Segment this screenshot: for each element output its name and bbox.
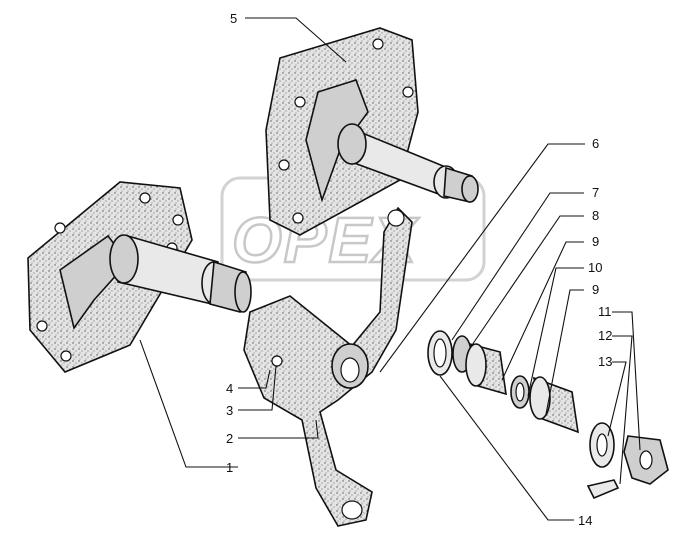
- callout-12: 12: [598, 328, 612, 343]
- callout-5: 5: [230, 11, 237, 26]
- callout-10: 10: [588, 260, 602, 275]
- callout-4: 4: [226, 381, 233, 396]
- leader-lines: [139, 17, 641, 521]
- callout-3: 3: [226, 403, 233, 418]
- callout-9-upper: 9: [592, 234, 599, 249]
- cotter-pin-part-12: [586, 479, 620, 500]
- callout-2: 2: [226, 431, 233, 446]
- flange-lower-part-1: [27, 181, 252, 373]
- callout-11: 11: [598, 304, 612, 319]
- callout-9-lower: 9: [592, 282, 599, 297]
- callout-7: 7: [592, 185, 599, 200]
- callout-labels: 5 6 7 8 9 10 9 11 12 13 14 1 2 3 4: [226, 11, 612, 528]
- bearing-stack: [427, 330, 669, 500]
- callout-6: 6: [592, 136, 599, 151]
- flange-upper-part-5: [265, 27, 479, 236]
- callout-14: 14: [578, 513, 592, 528]
- steering-arm-part-2: [243, 206, 413, 527]
- callout-8: 8: [592, 208, 599, 223]
- callout-13: 13: [598, 354, 612, 369]
- callout-1: 1: [226, 460, 233, 475]
